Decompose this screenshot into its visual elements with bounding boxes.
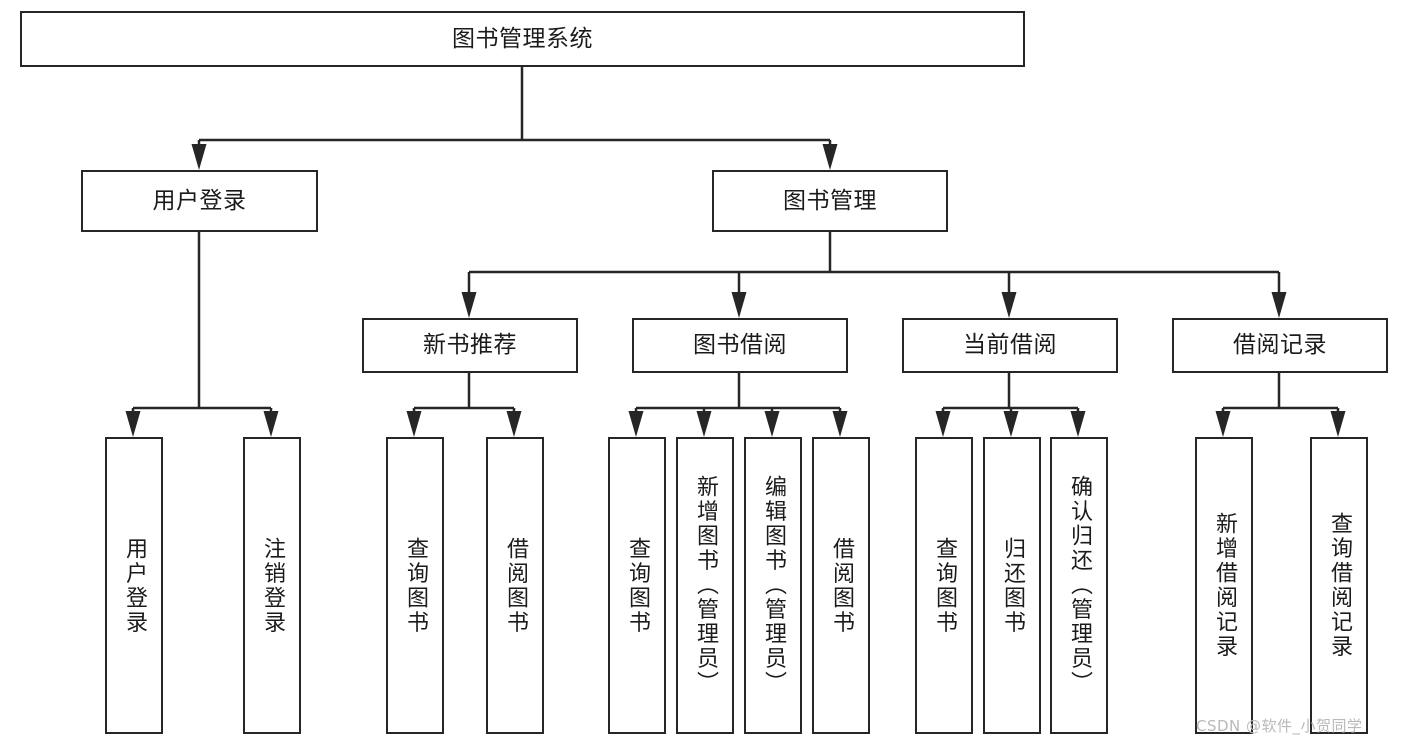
arrow-leaf-rec-2-head: [1330, 411, 1346, 437]
node-label: 用户登录: [122, 536, 147, 635]
node-leaf-rec-1[interactable]: 新增借阅记录: [1195, 437, 1253, 734]
node-label: 确认归还（管理员）: [1067, 475, 1092, 696]
node-label: 借阅记录: [1233, 332, 1327, 359]
node-leaf-new-2[interactable]: 借阅图书: [486, 437, 544, 734]
arrow-leaf-borrow-4-head: [832, 411, 848, 437]
node-leaf-borrow-1[interactable]: 查询图书: [608, 437, 666, 734]
node-current[interactable]: 当前借阅: [902, 318, 1118, 373]
node-leaf-borrow-3[interactable]: 编辑图书（管理员）: [744, 437, 802, 734]
arrow-leaf-new-1-head: [406, 411, 422, 437]
arrow-newbook-head: [461, 292, 477, 318]
node-newbook[interactable]: 新书推荐: [362, 318, 578, 373]
node-leaf-borrow-4[interactable]: 借阅图书: [812, 437, 870, 734]
arrow-borrow-head: [731, 292, 747, 318]
node-label: 图书管理: [783, 187, 877, 214]
node-label: 查询借阅记录: [1327, 512, 1352, 659]
arrow-records-head: [1271, 292, 1287, 318]
node-label: 查询图书: [625, 536, 650, 635]
node-label: 用户登录: [152, 187, 247, 214]
arrow-login-head: [191, 144, 207, 170]
arrow-bookmgmt-head: [822, 144, 838, 170]
node-leaf-login-2[interactable]: 注销登录: [243, 437, 301, 734]
node-label: 新书推荐: [423, 332, 517, 359]
node-label: 编辑图书（管理员）: [761, 475, 786, 696]
node-leaf-cur-1[interactable]: 查询图书: [915, 437, 973, 734]
node-leaf-cur-3[interactable]: 确认归还（管理员）: [1050, 437, 1108, 734]
node-label: 注销登录: [260, 536, 285, 635]
node-leaf-cur-2[interactable]: 归还图书: [983, 437, 1041, 734]
node-label: 归还图书: [1000, 536, 1025, 635]
node-root[interactable]: 图书管理系统: [20, 11, 1025, 67]
arrow-leaf-cur-2-head: [1003, 411, 1019, 437]
node-label: 当前借阅: [963, 332, 1057, 359]
arrow-leaf-borrow-3-head: [764, 411, 780, 437]
arrow-leaf-rec-1-head: [1215, 411, 1231, 437]
node-label: 图书借阅: [693, 332, 787, 359]
node-leaf-login-1[interactable]: 用户登录: [105, 437, 163, 734]
node-borrow[interactable]: 图书借阅: [632, 318, 848, 373]
arrow-leaf-login-1-head: [125, 411, 141, 437]
node-login[interactable]: 用户登录: [81, 170, 318, 232]
arrow-leaf-new-2-head: [506, 411, 522, 437]
node-bookmgmt[interactable]: 图书管理: [712, 170, 948, 232]
arrow-leaf-cur-3-head: [1070, 411, 1086, 437]
node-leaf-borrow-2[interactable]: 新增图书（管理员）: [676, 437, 734, 734]
node-label: 查询图书: [932, 536, 957, 635]
arrow-current-head: [1001, 292, 1017, 318]
node-label: 借阅图书: [503, 536, 528, 635]
arrow-leaf-login-2-head: [263, 411, 279, 437]
node-records[interactable]: 借阅记录: [1172, 318, 1388, 373]
node-label: 借阅图书: [829, 536, 854, 635]
node-leaf-rec-2[interactable]: 查询借阅记录: [1310, 437, 1368, 734]
node-label: 图书管理系统: [452, 25, 593, 52]
arrow-leaf-cur-1-head: [935, 411, 951, 437]
node-label: 新增借阅记录: [1212, 512, 1237, 659]
node-label: 查询图书: [403, 536, 428, 635]
arrow-leaf-borrow-2-head: [696, 411, 712, 437]
node-leaf-new-1[interactable]: 查询图书: [386, 437, 444, 734]
arrow-leaf-borrow-1-head: [628, 411, 644, 437]
node-label: 新增图书（管理员）: [693, 475, 718, 696]
